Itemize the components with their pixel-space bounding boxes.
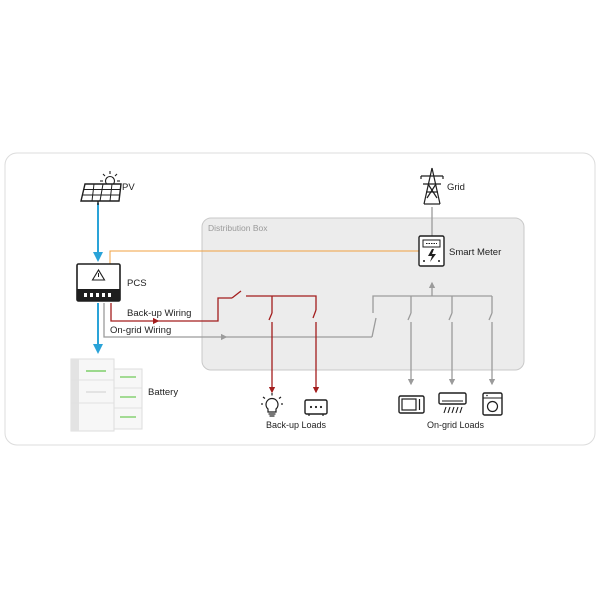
ongrid-wire-pcs: [103, 303, 228, 341]
backup-switch: [231, 290, 242, 299]
backup-upper-bus: [246, 295, 317, 310]
battery-label: Battery: [148, 387, 178, 398]
backup-wiring-label: Back-up Wiring: [127, 308, 191, 319]
ongrid-wiring-label: On-grid Wiring: [110, 325, 171, 336]
backup-wire-pcs: [110, 303, 160, 325]
router-icon: [304, 399, 328, 416]
air-conditioner-icon: [438, 392, 467, 414]
ongrid-switch: [371, 317, 377, 338]
battery-cabinet-icon: [70, 358, 143, 432]
meter-icon: [418, 235, 445, 267]
ongrid-loads-label: On-grid Loads: [427, 420, 485, 430]
grid-label: Grid: [447, 182, 465, 193]
pv-label: PV: [122, 182, 135, 193]
microwave-icon: [398, 395, 425, 414]
light-bulb-icon: [261, 393, 283, 417]
backup-branches: [268, 296, 320, 394]
solar-panel-icon: [80, 183, 122, 205]
inverter-icon: [76, 263, 121, 302]
transmission-tower-icon: [420, 167, 444, 205]
washing-machine-icon: [482, 392, 503, 416]
smart-meter-label: Smart Meter: [449, 247, 501, 258]
pcs-label: PCS: [127, 278, 147, 289]
distribution-box: [201, 217, 525, 371]
backup-loads-label: Back-up Loads: [266, 420, 327, 430]
distribution-box-label: Distribution Box: [208, 223, 268, 233]
meter-ct-wire: [109, 250, 419, 264]
ongrid-branches: [407, 296, 496, 386]
backup-wire-bus: [158, 297, 232, 322]
